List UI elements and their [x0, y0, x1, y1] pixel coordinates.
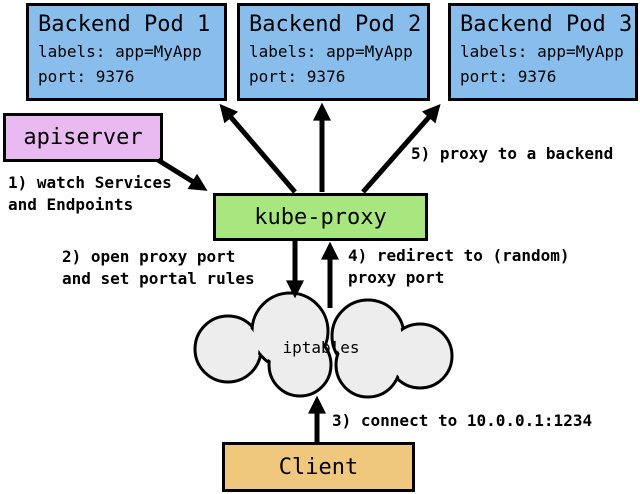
step-5-label: 5) proxy to a backend [411, 143, 613, 165]
backend-pod-1-box: Backend Pod 1 labels: app=MyApp port: 93… [26, 3, 227, 101]
step-1-line-1: 1) watch Services [8, 173, 172, 192]
step-4-line-1: 4) redirect to (random) [348, 246, 570, 265]
backend-pod-2-box: Backend Pod 2 labels: app=MyApp port: 93… [237, 3, 430, 101]
client-label: Client [278, 454, 359, 480]
backend-pod-3-title: Backend Pod 3 [460, 12, 633, 37]
backend-pod-2-title: Backend Pod 2 [249, 12, 422, 37]
iptables-label: iptables [282, 337, 360, 357]
step-4-label: 4) redirect to (random) proxy port [348, 245, 570, 289]
step-1-line-2: and Endpoints [8, 195, 134, 214]
backend-pod-2-port: port: 9376 [249, 67, 346, 86]
backend-pod-1-title: Backend Pod 1 [38, 12, 211, 37]
backend-pod-2-labels: labels: app=MyApp [249, 42, 413, 61]
apiserver-box: apiserver [3, 113, 163, 162]
iptables-cloud [193, 291, 454, 399]
step-4-line-2: proxy port [348, 268, 445, 287]
kube-proxy-label: kube-proxy [254, 204, 387, 230]
step-1-label: 1) watch Services and Endpoints [8, 172, 172, 216]
backend-pod-1-labels: labels: app=MyApp [38, 42, 202, 61]
backend-pod-1-port: port: 9376 [38, 67, 135, 86]
apiserver-label: apiserver [23, 125, 143, 150]
client-box: Client [222, 442, 415, 492]
step-2-label: 2) open proxy port and set portal rules [62, 246, 255, 290]
backend-pod-3-port: port: 9376 [460, 67, 557, 86]
step-5-line-1: 5) proxy to a backend [411, 144, 614, 163]
kube-proxy-box: kube-proxy [213, 193, 428, 241]
backend-pod-3-labels: labels: app=MyApp [460, 42, 624, 61]
step-2-line-1: 2) open proxy port [62, 247, 236, 266]
step-2-line-2: and set portal rules [62, 269, 255, 288]
arrow-kubeproxy-to-pod1 [219, 103, 297, 194]
step-3-label: 3) connect to 10.0.0.1:1234 [332, 410, 592, 432]
step-3-line-1: 3) connect to 10.0.0.1:1234 [332, 411, 593, 430]
backend-pod-3-box: Backend Pod 3 labels: app=MyApp port: 93… [448, 3, 638, 101]
